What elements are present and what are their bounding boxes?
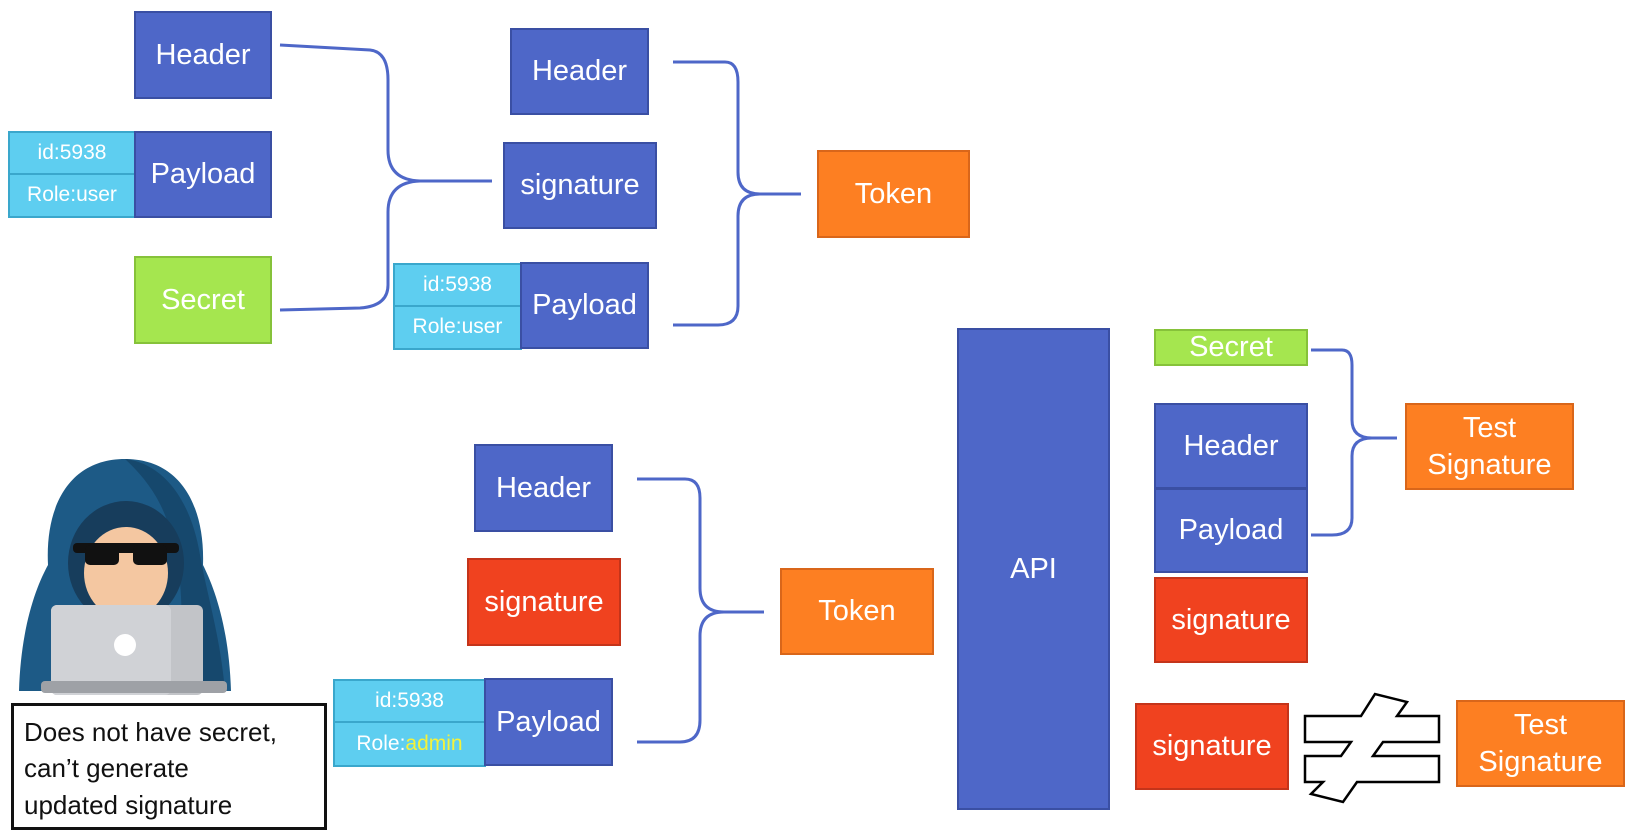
- header-label: Header: [495, 471, 592, 504]
- signature-label: signature: [520, 169, 640, 202]
- payload-block: Payload: [1154, 488, 1308, 573]
- payload-label: Payload: [496, 705, 601, 738]
- bracket-api-secret: [1311, 348, 1397, 537]
- payload-id-label: id:5938: [375, 688, 444, 712]
- payload-block: Payload: [520, 262, 649, 349]
- payload-block: Payload: [134, 131, 272, 218]
- attacker-note-line: can’t generate: [24, 753, 189, 784]
- payload-id-field: id:5938: [8, 131, 136, 175]
- test-signature-label: Signature: [1478, 745, 1603, 778]
- api-label: API: [1010, 552, 1057, 585]
- header-block: Header: [134, 11, 272, 99]
- test-signature-block: Test Signature: [1456, 700, 1625, 787]
- attacker-note-line: updated signature: [24, 789, 233, 820]
- signature-block: signature: [503, 142, 657, 229]
- bracket-top-middle: [673, 60, 801, 327]
- header-label: Header: [531, 55, 628, 88]
- hooded-hacker-icon: [19, 459, 231, 695]
- header-block: Header: [474, 444, 613, 532]
- secret-label: Secret: [1189, 331, 1273, 364]
- signature-block: signature: [467, 558, 621, 646]
- api-block: API: [957, 328, 1110, 810]
- header-block: Header: [510, 28, 649, 115]
- payload-role-field: Role:user: [393, 305, 522, 350]
- test-signature-label: Test: [1462, 412, 1517, 445]
- payload-block: Payload: [484, 678, 613, 766]
- payload-role-field: Role:user: [8, 173, 136, 218]
- payload-role-label: Role:user: [27, 183, 117, 207]
- secret-block: Secret: [134, 256, 272, 344]
- header-block: Header: [1154, 403, 1308, 489]
- payload-id-field: id:5938: [333, 679, 486, 723]
- role-value: admin: [405, 731, 463, 755]
- token-label: Token: [854, 177, 933, 210]
- signature-block: signature: [1135, 703, 1289, 790]
- signature-block: signature: [1154, 577, 1308, 663]
- test-signature-block: Test Signature: [1405, 403, 1574, 490]
- secret-label: Secret: [161, 283, 245, 316]
- role-prefix: Role:: [356, 731, 406, 755]
- attacker-note-line: Does not have secret,: [24, 717, 277, 747]
- test-signature-label: Test: [1513, 709, 1568, 742]
- signature-label: signature: [1171, 603, 1291, 636]
- payload-id-label: id:5938: [37, 140, 107, 164]
- bracket-top-left: [279, 43, 492, 312]
- signature-label: signature: [484, 585, 604, 618]
- secret-block: Secret: [1154, 329, 1308, 366]
- not-equal-icon: [1303, 692, 1441, 804]
- header-label: Header: [155, 38, 251, 71]
- payload-label: Payload: [1178, 514, 1284, 547]
- test-signature-label: Signature: [1427, 448, 1552, 481]
- payload-id-label: id:5938: [423, 272, 492, 296]
- token-block: Token: [817, 150, 970, 238]
- payload-role-field: Role:admin: [333, 721, 486, 767]
- payload-label: Payload: [150, 158, 256, 191]
- attacker-note: Does not have secret, can’t generate upd…: [11, 703, 327, 830]
- token-label: Token: [818, 595, 896, 628]
- payload-id-field: id:5938: [393, 263, 522, 307]
- payload-role-label: Role:user: [412, 315, 503, 339]
- signature-label: signature: [1152, 730, 1272, 763]
- token-block: Token: [780, 568, 934, 655]
- header-label: Header: [1183, 429, 1279, 462]
- bracket-attacker: [637, 477, 764, 744]
- payload-label: Payload: [532, 289, 637, 322]
- payload-role-label: Role:admin: [356, 731, 462, 757]
